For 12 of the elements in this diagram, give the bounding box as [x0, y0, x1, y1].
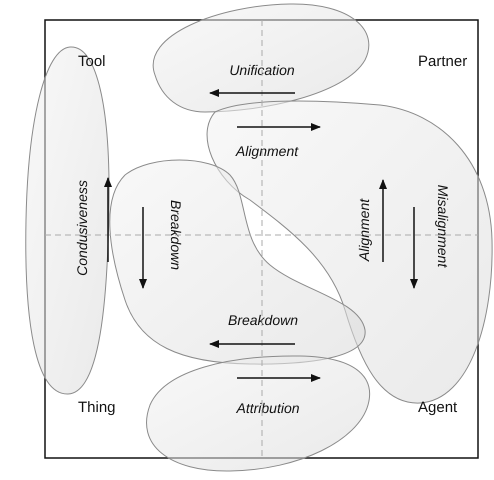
region-label: Condusiveness — [74, 180, 90, 276]
region-label: Alignment — [236, 143, 298, 159]
quadrant-label: Tool — [78, 53, 106, 70]
quadrant-label: Partner — [418, 53, 468, 70]
region-label: Misalignment — [435, 184, 451, 268]
region-label: Breakdown — [228, 312, 298, 328]
region-label: Breakdown — [168, 200, 184, 270]
region-label: Attribution — [236, 400, 300, 416]
region-label: Alignment — [356, 198, 372, 262]
quadrant-label: Thing — [78, 399, 116, 416]
region-label: Unification — [229, 62, 295, 78]
quadrant-label: Agent — [418, 399, 458, 416]
